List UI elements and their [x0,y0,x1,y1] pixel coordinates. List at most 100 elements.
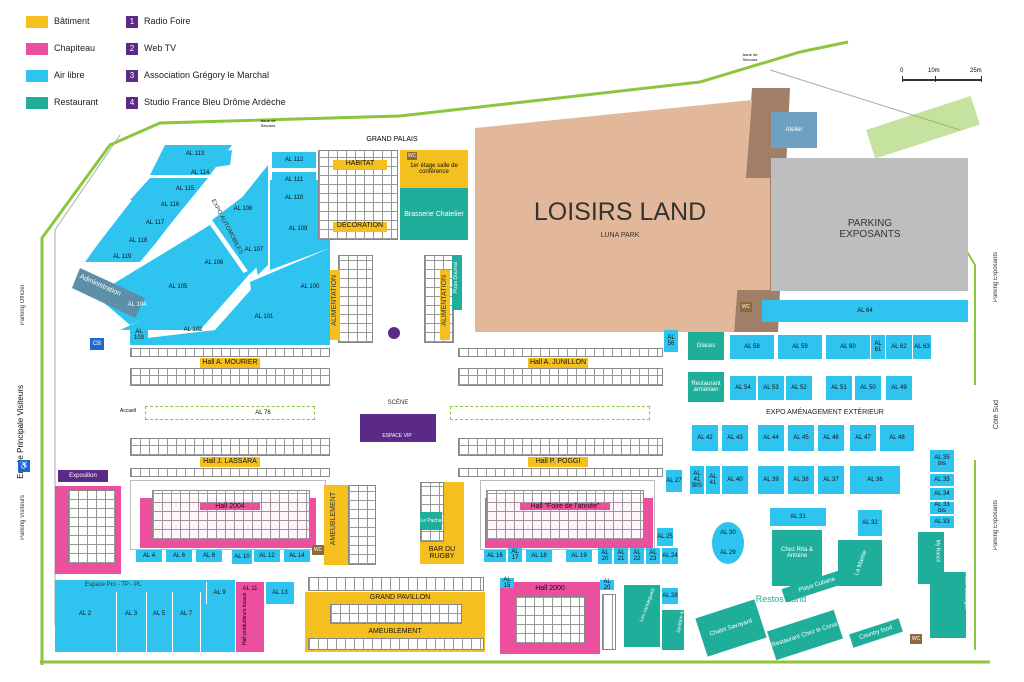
al-20b[interactable]: AL 20 [600,579,614,591]
al-35-bis[interactable]: AL 35 bis [930,450,954,472]
al-44[interactable]: AL 44 [758,425,784,451]
al-115[interactable]: AL 115 [175,186,195,192]
al-52[interactable]: AL 52 [786,376,812,400]
al-113[interactable]: AL 113 [185,151,205,157]
al-56[interactable]: AL 56 [664,330,678,352]
al-11[interactable]: AL 11 [242,586,258,592]
al-16[interactable]: AL 16 [484,550,506,562]
al-34[interactable]: AL 34 [930,488,954,500]
al-39[interactable]: AL 39 [758,466,784,494]
al-3[interactable]: AL 3 [124,611,138,617]
al-49[interactable]: AL 49 [886,376,912,400]
al-114[interactable]: AL 114 [190,170,210,176]
chez-rita[interactable] [772,530,822,586]
al-45[interactable]: AL 45 [788,425,814,451]
ameublement-vertical[interactable] [324,485,348,565]
al-36[interactable]: AL 36 [850,466,900,494]
espace-pro[interactable] [55,580,235,652]
espace-vip[interactable] [360,414,436,442]
al-108[interactable]: AL 108 [233,206,253,212]
al-109[interactable]: AL 109 [288,226,308,232]
al-5[interactable]: AL 5 [152,611,166,617]
al-103[interactable]: AL 103 [130,325,148,345]
al-118[interactable]: AL 118 [128,238,148,244]
al-30-29[interactable] [712,522,744,564]
al-102[interactable]: AL 102 [183,327,203,333]
al-61[interactable]: AL 61 [871,335,885,359]
al-46[interactable]: AL 46 [818,425,844,451]
al-21[interactable]: AL 21 [614,548,628,564]
al-14[interactable]: AL 14 [284,550,310,562]
al-41-bis[interactable]: AL 41 BIS [690,466,704,494]
al-20[interactable]: AL 20 [598,548,612,564]
al-119[interactable]: AL 119 [112,254,132,260]
al-23[interactable]: AL 23 [646,548,660,564]
le-pacha[interactable]: Le Pacha [420,512,442,530]
al-117[interactable]: AL 117 [145,220,165,226]
al-9[interactable]: AL 9 [206,582,232,604]
al-2[interactable]: AL 2 [78,611,92,617]
al-59[interactable]: AL 59 [778,335,822,359]
al-7[interactable]: AL 7 [179,611,193,617]
al-116[interactable]: AL 116 [160,202,180,208]
al-53[interactable]: AL 53 [758,376,784,400]
al-41[interactable]: AL 41 [706,466,720,494]
al-64[interactable]: AL 64 [762,300,968,322]
al-62[interactable]: AL 62 [886,335,912,359]
al-51[interactable]: AL 51 [826,376,852,400]
brasserie-chatelier[interactable]: Brasserie Chatelier [400,188,468,240]
al-100[interactable]: AL 100 [300,284,320,290]
al-12[interactable]: AL 12 [254,550,280,562]
al-54[interactable]: AL 54 [730,376,756,400]
al-60[interactable]: AL 60 [826,335,870,359]
al-35[interactable]: AL 35 [930,474,954,486]
al-31[interactable]: AL 31 [770,508,826,526]
al-38[interactable]: AL 38 [788,466,814,494]
al-50[interactable]: AL 50 [855,376,881,400]
al-6[interactable]: AL 6 [166,550,192,562]
al-27[interactable]: AL 27 [666,470,682,492]
al-111[interactable]: AL 111 [272,172,316,188]
al-25[interactable]: AL 25 [657,528,673,546]
bar-du-rugby[interactable]: BAR DU RUGBY [420,542,464,564]
al-107[interactable]: AL 107 [244,247,264,253]
al-32[interactable]: AL 32 [858,510,882,536]
al-42[interactable]: AL 42 [692,425,718,451]
al-47[interactable]: AL 47 [850,425,876,451]
al-24[interactable]: AL 24 [662,548,678,564]
al-4[interactable]: AL 4 [136,550,162,562]
restaurant-armenien[interactable]: Restaurant arménien [688,372,724,402]
al-110[interactable]: AL 110 [272,190,316,206]
al-37[interactable]: AL 37 [818,466,844,494]
al-112[interactable]: AL 112 [272,152,316,168]
al-18[interactable]: AL 18 [526,550,552,562]
al-48[interactable]: AL 48 [880,425,914,451]
glaces[interactable]: Glaces [688,332,724,360]
hall-producteurs[interactable] [236,582,264,652]
al-22[interactable]: AL 22 [630,548,644,564]
jambon-stand[interactable] [662,610,684,650]
al-33-bis[interactable]: AL 33 bis [930,502,954,514]
camarguais[interactable] [624,585,660,647]
al-33[interactable]: AL 33 [930,516,954,528]
al-58[interactable]: AL 58 [730,335,774,359]
al-19[interactable]: AL 19 [566,550,592,562]
al-40[interactable]: AL 40 [722,466,748,494]
al-10[interactable]: AL 10 [232,550,252,564]
al-63[interactable]: AL 63 [913,335,931,359]
al-105[interactable]: AL 105 [168,284,188,290]
exposition[interactable]: Exposition [58,470,108,482]
legend-label-air-libre: Air libre [54,70,85,80]
al-101[interactable]: AL 101 [254,314,274,320]
al-13[interactable]: AL 13 [266,582,294,604]
legend-label-batiment: Bâtiment [54,16,90,26]
al-17[interactable]: AL 17 [508,548,522,562]
al-28[interactable]: AL 28 [662,588,678,604]
al-76[interactable]: AL 76 [255,410,271,416]
al-106[interactable]: AL 106 [204,260,224,266]
al-8[interactable]: AL 8 [196,550,222,562]
al-43[interactable]: AL 43 [722,425,748,451]
al-15[interactable]: AL 15 [500,577,514,589]
al-104[interactable]: AL 104 [127,302,147,308]
petite-gascogne[interactable] [930,572,966,638]
